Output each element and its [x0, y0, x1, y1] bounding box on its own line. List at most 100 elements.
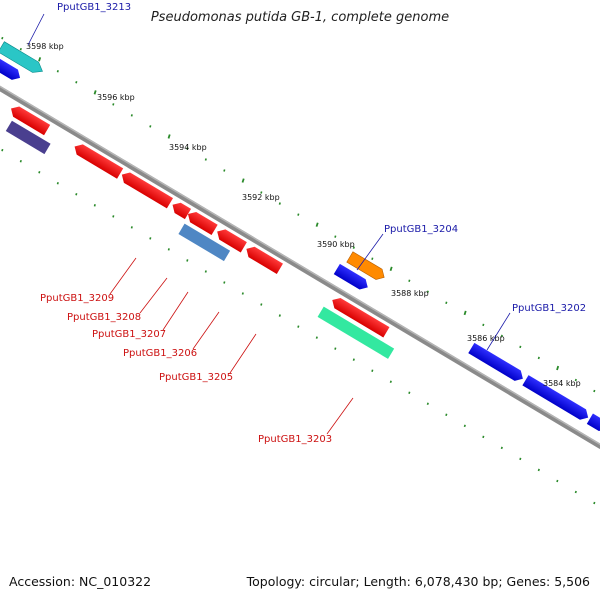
gene-3202[interactable]: [468, 342, 526, 384]
leader-3206: [192, 311, 220, 350]
tick-mark: [149, 125, 152, 128]
tick-mark: [93, 90, 97, 95]
leader-3205: [229, 333, 257, 374]
tick-mark: [500, 334, 503, 338]
gene-3212[interactable]: [0, 56, 23, 83]
tick-mark: [38, 57, 42, 62]
tick-mark: [352, 358, 355, 361]
reverse-genes: [5, 103, 395, 359]
gene-label-3208[interactable]: PputGB1_3208: [67, 312, 141, 323]
tick-mark: [463, 424, 466, 428]
tick-mark: [38, 170, 41, 174]
kbp-label-3592: 3592 kbp: [242, 193, 280, 202]
tick-mark: [593, 501, 596, 505]
gene-3205b[interactable]: [243, 244, 283, 274]
tick-mark: [1, 148, 4, 152]
gene-label-3207[interactable]: PputGB1_3207: [92, 329, 166, 340]
kbp-label-3586: 3586 kbp: [467, 334, 505, 343]
gene-label-3202[interactable]: PputGB1_3202: [512, 303, 586, 314]
gene-3211[interactable]: [5, 120, 51, 155]
gene-3205[interactable]: [214, 226, 247, 253]
tick-mark: [519, 345, 522, 349]
tick-mark: [445, 301, 448, 305]
tick-mark: [482, 435, 485, 439]
leader-3207: [162, 291, 189, 331]
tick-mark: [204, 158, 207, 161]
tick-mark: [389, 266, 393, 272]
tick-mark: [149, 237, 152, 240]
gene-3213[interactable]: [0, 41, 46, 77]
tick-mark: [75, 81, 78, 84]
tick-mark: [167, 134, 171, 139]
tick-marks: [1, 36, 596, 505]
tick-mark: [56, 69, 59, 73]
tick-mark: [75, 193, 78, 196]
tick-mark: [260, 303, 263, 306]
gene-label-3205[interactable]: PputGB1_3205: [159, 372, 233, 383]
gene-label-3213[interactable]: PputGB1_3213: [57, 2, 131, 13]
leader-3209: [109, 257, 137, 295]
tick-mark: [297, 213, 300, 216]
gene-3204[interactable]: [346, 251, 388, 283]
gene-3203b[interactable]: [317, 306, 395, 359]
tick-mark: [186, 259, 189, 262]
tick-mark: [426, 290, 429, 294]
tick-mark: [130, 226, 133, 229]
tick-mark: [223, 169, 226, 172]
kbp-label-3598: 3598 kbp: [26, 42, 64, 51]
kbp-label-3588: 3588 kbp: [391, 289, 429, 298]
tick-mark: [260, 191, 263, 194]
leader-3213: [27, 13, 45, 46]
kbp-label-3596: 3596 kbp: [97, 93, 135, 102]
forward-genes: [0, 41, 600, 435]
gene-3206[interactable]: [185, 209, 218, 236]
tick-mark: [241, 178, 245, 183]
tick-mark: [130, 114, 133, 117]
gene-3208[interactable]: [119, 169, 174, 209]
gene-label-3204[interactable]: PputGB1_3204: [384, 224, 458, 235]
tick-mark: [371, 369, 374, 372]
gene-3209[interactable]: [72, 141, 124, 179]
tick-mark: [500, 446, 503, 450]
accession-text: Accession: NC_010322: [9, 574, 152, 589]
tick-mark: [223, 281, 226, 284]
gene-3200[interactable]: [586, 413, 600, 435]
tick-mark: [334, 347, 337, 350]
leader-3204: [356, 233, 384, 271]
gene-3206b[interactable]: [178, 223, 231, 262]
tick-mark: [334, 235, 337, 238]
tick-mark: [574, 378, 577, 382]
tick-mark: [556, 365, 560, 371]
tick-mark: [315, 336, 318, 339]
gene-3210[interactable]: [8, 103, 51, 136]
leader-3202: [486, 312, 511, 351]
gene-label-3209[interactable]: PputGB1_3209: [40, 293, 114, 304]
tick-mark: [278, 314, 281, 317]
tick-mark: [519, 457, 522, 461]
tick-mark: [389, 380, 392, 383]
tick-mark: [556, 479, 559, 483]
gene-label-3206[interactable]: PputGB1_3206: [123, 348, 197, 359]
backbone-track: [0, 41, 600, 450]
tick-mark: [241, 292, 244, 295]
gene-label-3203[interactable]: PputGB1_3203: [258, 434, 332, 445]
tick-mark: [482, 323, 485, 327]
leader-3208: [139, 277, 168, 314]
map-title: Pseudomonas putida GB-1, complete genome: [150, 10, 450, 25]
tick-mark: [371, 257, 374, 260]
gene-3201[interactable]: [522, 375, 591, 423]
gene-3204b[interactable]: [333, 263, 371, 293]
tick-mark: [278, 202, 281, 205]
gene-3207[interactable]: [169, 200, 192, 220]
tick-mark: [408, 279, 411, 283]
tick-mark: [112, 103, 115, 106]
tick-mark: [426, 402, 429, 406]
gene-3203[interactable]: [329, 295, 390, 338]
tick-mark: [19, 159, 22, 163]
backbone-line: [0, 76, 600, 450]
tick-mark: [408, 391, 411, 395]
tick-mark: [352, 246, 355, 249]
tick-mark: [204, 270, 207, 273]
tick-mark: [93, 204, 96, 207]
